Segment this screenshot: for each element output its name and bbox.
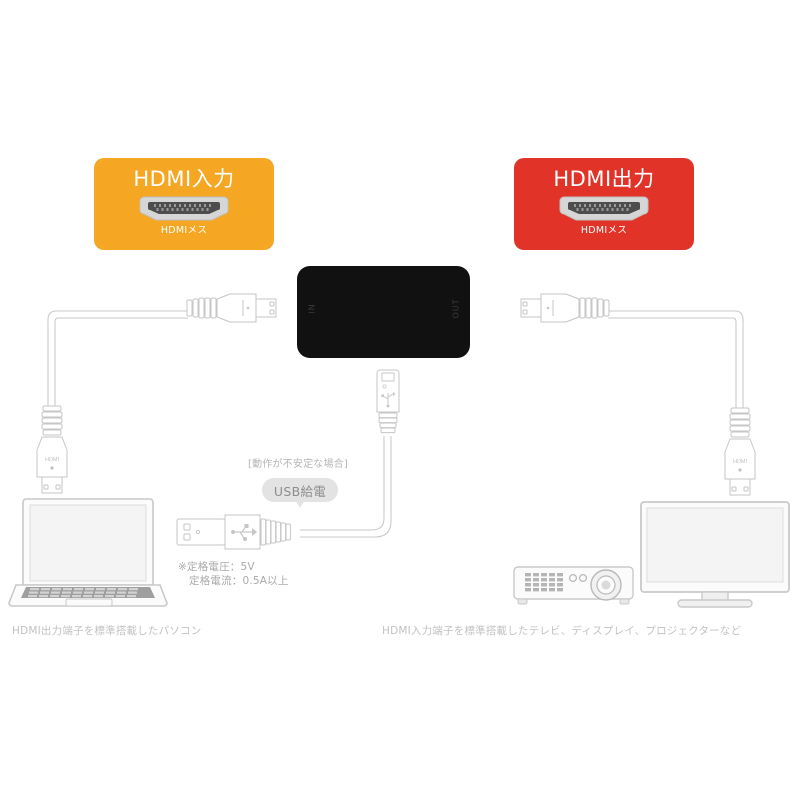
usb-power-spec: ※定格電圧：5V 定格電流：0.5A以上 bbox=[178, 560, 318, 588]
hdmi-input-subtitle: HDMIメス bbox=[160, 225, 208, 236]
hdmi-converter-device: IN OUT bbox=[297, 266, 470, 358]
hdmi-input-title: HDMI入力 bbox=[133, 167, 235, 191]
hdmi-output-card: HDMI出力 bbox=[514, 158, 694, 250]
device-in-label: IN bbox=[307, 303, 317, 314]
plug-brand-text: HDMI bbox=[733, 459, 748, 465]
plug-brand-text: HDMI bbox=[45, 457, 60, 463]
hdmi-female-port-icon bbox=[558, 195, 650, 222]
caption-left: HDMI出力端子を標準搭載したパソコン bbox=[12, 625, 202, 637]
usb-power-spec-line1: ※定格電圧：5V bbox=[178, 561, 255, 573]
laptop-icon bbox=[8, 498, 168, 607]
usb-power-badge-tail bbox=[295, 500, 305, 508]
hdmi-plug-left-vertical: HDMI bbox=[36, 405, 68, 494]
usb-power-badge: USB給電 bbox=[262, 478, 338, 502]
hdmi-plug-right-vertical: HDMI bbox=[724, 407, 756, 496]
usb-a-plug-icon bbox=[176, 514, 292, 550]
micro-usb-plug-icon bbox=[376, 369, 400, 434]
hdmi-plug-left-horizontal bbox=[186, 293, 277, 323]
usb-power-note: [動作が不安定な場合] bbox=[247, 459, 348, 470]
television-icon bbox=[640, 501, 790, 608]
projector-icon bbox=[513, 566, 634, 605]
hdmi-female-port-icon bbox=[138, 195, 230, 222]
caption-right: HDMI入力端子を標準搭載したテレビ、ディスプレイ、プロジェクターなど bbox=[382, 625, 742, 637]
hdmi-input-card: HDMI入力 bbox=[94, 158, 274, 250]
device-out-label: OUT bbox=[451, 298, 461, 319]
usb-power-spec-line2: 定格電流：0.5A以上 bbox=[189, 575, 289, 587]
hdmi-output-title: HDMI出力 bbox=[553, 167, 655, 191]
hdmi-plug-right-horizontal bbox=[520, 293, 610, 323]
hdmi-output-subtitle: HDMIメス bbox=[580, 225, 628, 236]
